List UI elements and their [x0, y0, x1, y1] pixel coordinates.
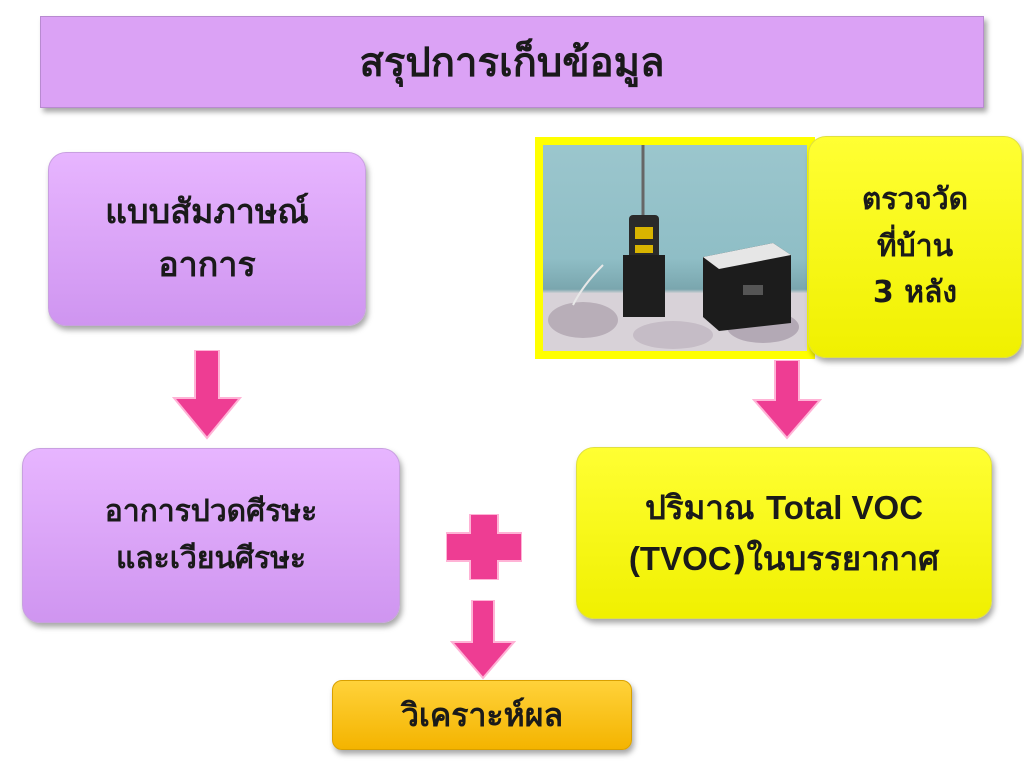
survey-box: แบบสัมภาษณ์ อาการ [48, 152, 366, 326]
page-title: สรุปการเก็บข้อมูล [40, 16, 984, 108]
analyze-box: วิเคราะห์ผล [332, 680, 632, 750]
tvoc-box: ปริมาณ Total VOC (TVOC)ในบรรยากาศ [576, 447, 992, 619]
tvoc-line-1: ปริมาณ Total VOC [645, 482, 923, 533]
measure-line-1: ตรวจวัด [861, 182, 969, 218]
symptom-line-2: และเวียนศีรษะ [115, 540, 307, 576]
device-photo-image [543, 145, 807, 351]
tvoc-open: ( [628, 540, 640, 577]
tvoc-abbrev: TVOC [639, 540, 732, 577]
survey-line-1: แบบสัมภาษณ์ [105, 192, 309, 233]
symptom-box: อาการปวดศีรษะ และเวียนศีรษะ [22, 448, 400, 623]
measure-line-2: ที่บ้าน [876, 228, 954, 264]
measure-box: ตรวจวัด ที่บ้าน 3 หลัง [808, 136, 1022, 358]
measure-line-3: 3 หลัง [872, 275, 958, 311]
arrow-down-icon [450, 600, 516, 680]
arrow-down-icon [172, 350, 242, 440]
arrow-down-icon [752, 360, 822, 440]
device-photo [535, 137, 815, 359]
plus-icon [446, 514, 522, 580]
title-text: สรุปการเก็บข้อมูล [359, 40, 665, 86]
analyze-text: วิเคราะห์ผล [400, 695, 564, 734]
tvoc-total-voc: Total VOC [766, 488, 924, 526]
tvoc-line-2: (TVOC)ในบรรยากาศ [629, 533, 939, 584]
tvoc-prefix: ปริมาณ [644, 487, 766, 527]
survey-line-2: อาการ [158, 245, 256, 285]
tvoc-suffix: )ในบรรยากาศ [731, 539, 940, 578]
symptom-line-1: อาการปวดศีรษะ [104, 494, 318, 529]
